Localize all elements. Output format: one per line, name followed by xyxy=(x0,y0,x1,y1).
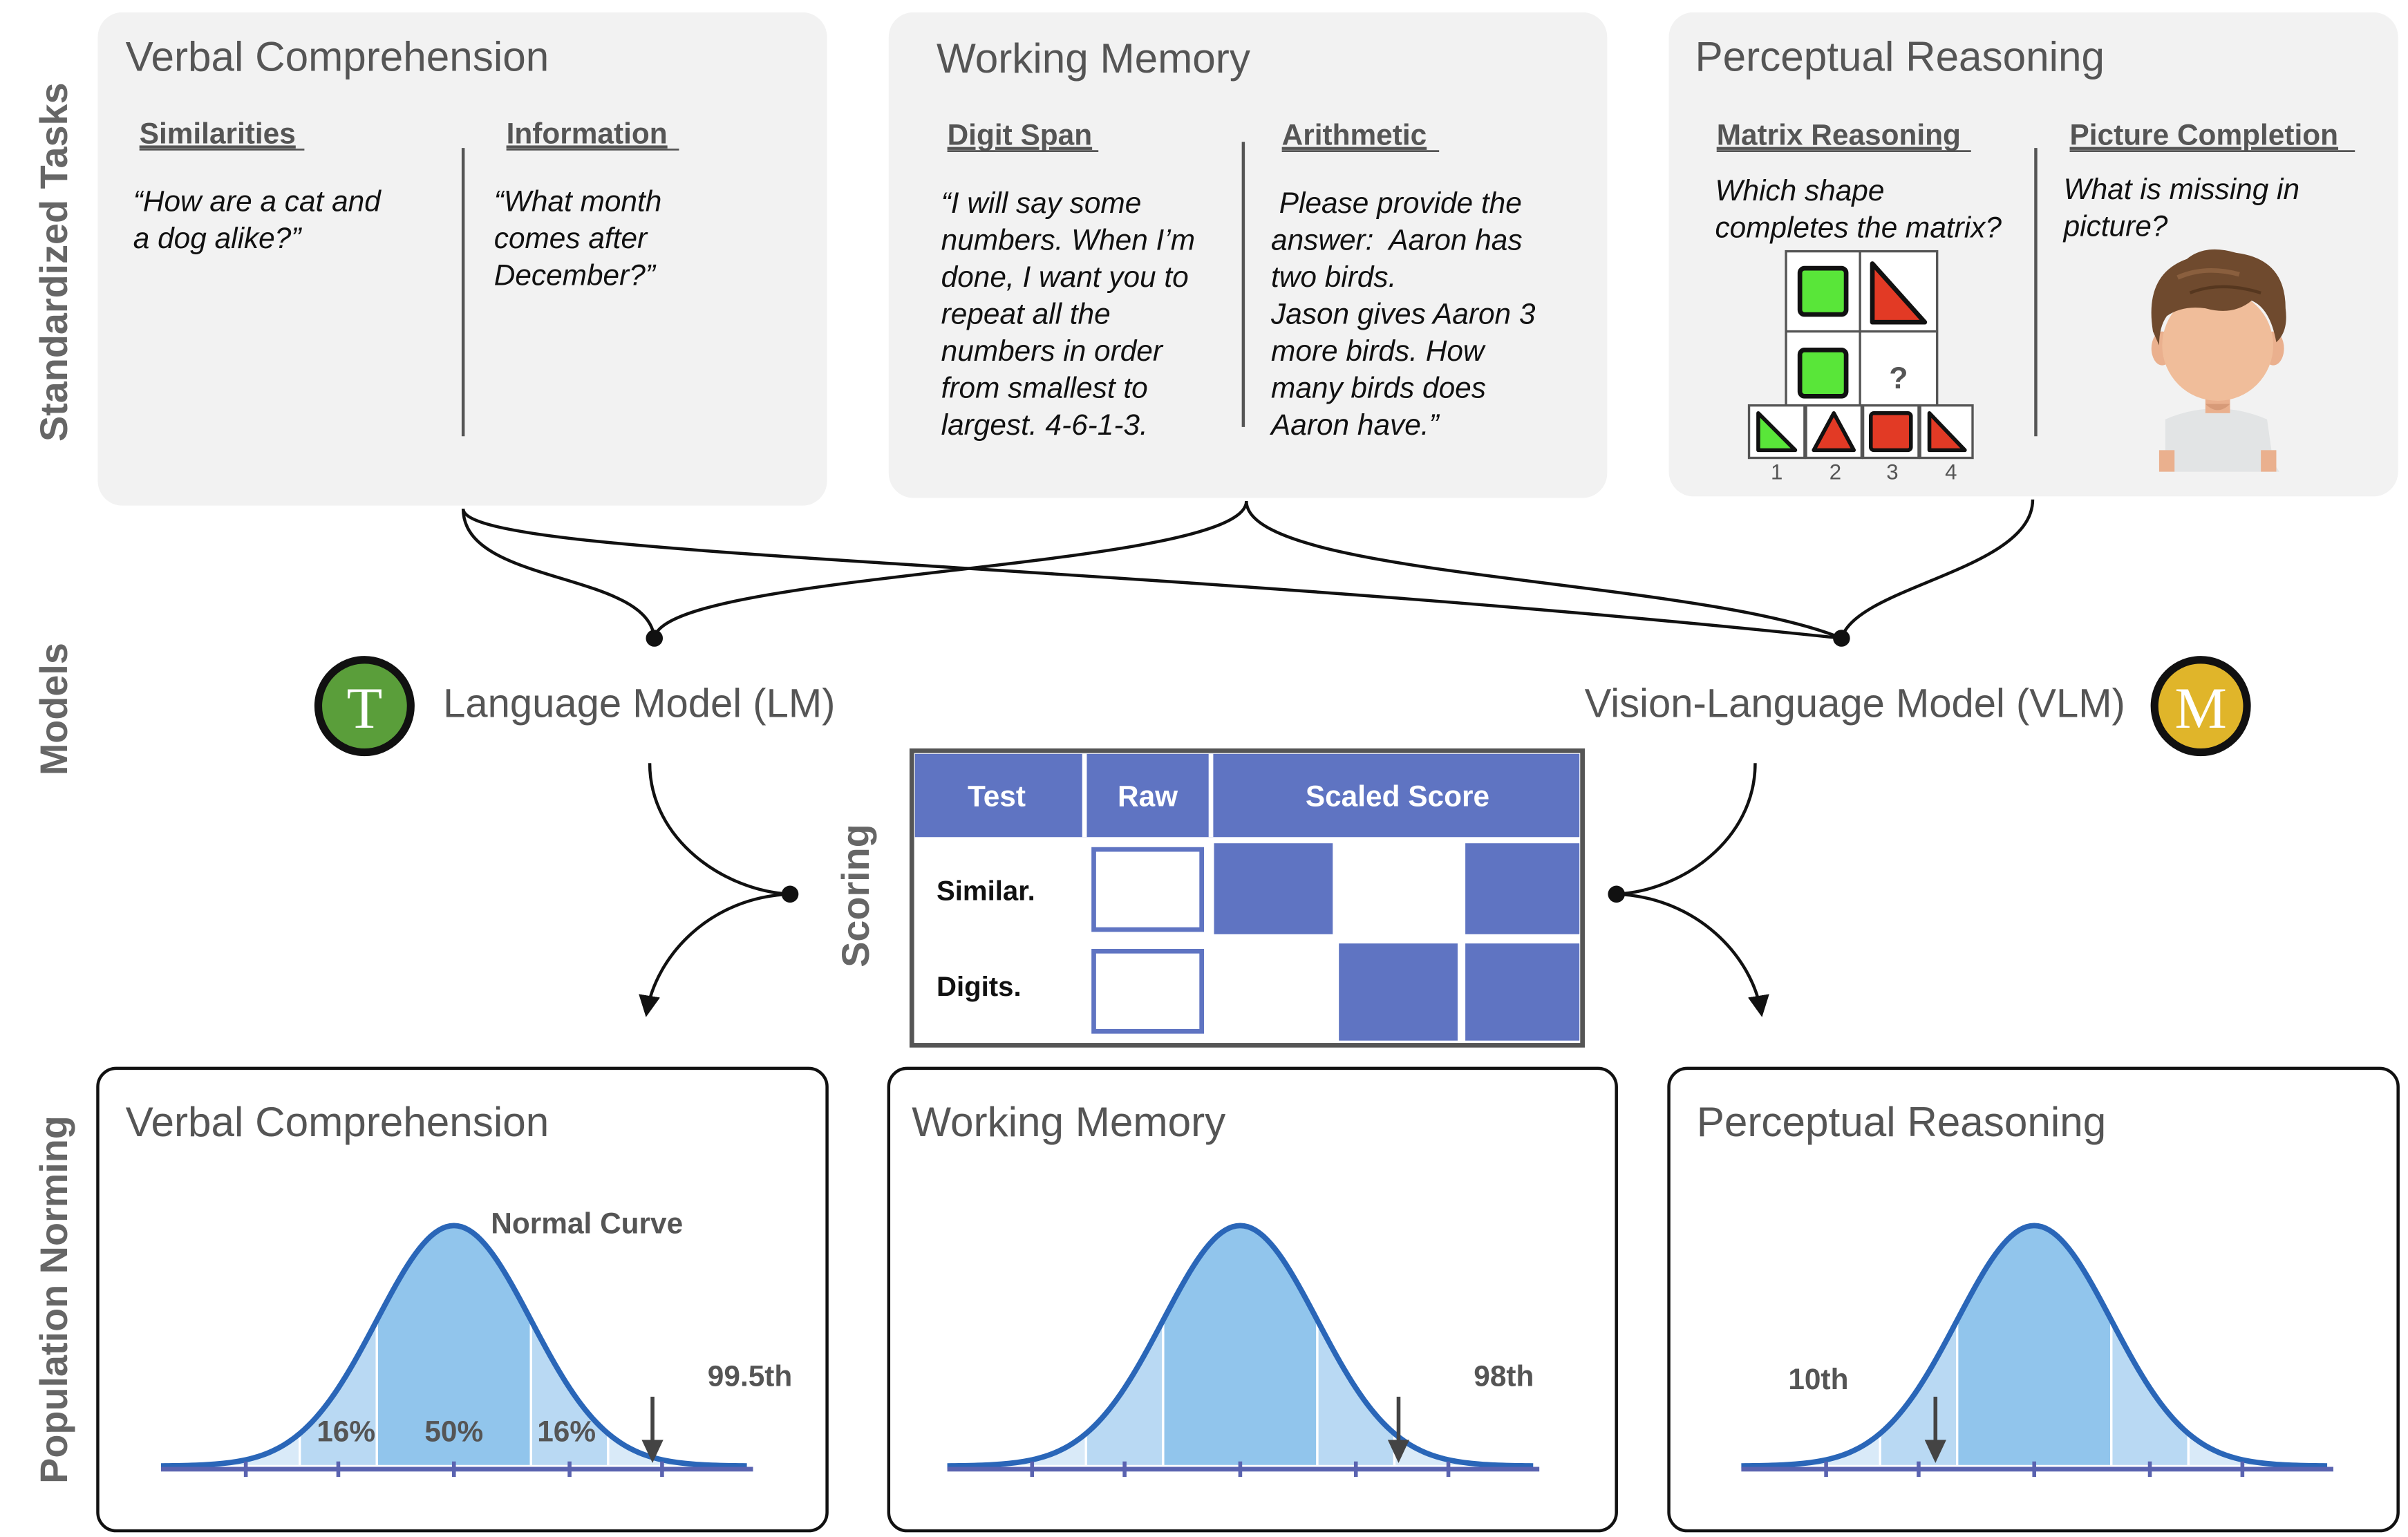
prompt-line: answer: Aaron has xyxy=(1271,223,1523,256)
subtask-heading: Matrix Reasoning xyxy=(1717,119,1961,151)
row-label-norming: Population Norming xyxy=(32,1115,75,1484)
prompt-line: more birds. How xyxy=(1271,334,1486,367)
subtask-heading: Information xyxy=(507,117,668,149)
lm-badge: T xyxy=(314,656,415,757)
task-panel-verbal: Verbal Comprehension Similarities Inform… xyxy=(97,12,827,506)
curve-outline xyxy=(947,1223,1534,1469)
matrix-question-mark: ? xyxy=(1889,361,1908,395)
lm-badge-letter: T xyxy=(346,676,382,741)
norm-panel-title: Verbal Comprehension xyxy=(126,1098,549,1145)
task-panel-title: Perceptual Reasoning xyxy=(1695,33,2105,80)
vlm-badge: M xyxy=(2150,656,2251,757)
subtask-heading: Picture Completion xyxy=(2070,119,2338,151)
matrix-puzzle: ? 1 2 3 4 xyxy=(1747,249,1974,484)
percentile-marker-label: 10th xyxy=(1788,1363,1848,1395)
curve-outline xyxy=(160,1223,747,1469)
curve-outline xyxy=(1741,1223,2328,1469)
faceless-boy-illustration xyxy=(2151,249,2286,472)
scoring-connectors xyxy=(639,763,1769,1017)
svg-text:“What month comes after: “What month comes after December?” xyxy=(494,185,670,292)
subtask-heading: Digit Span xyxy=(948,119,1093,151)
scaled-score-cell xyxy=(1214,843,1333,934)
band-label: 16% xyxy=(537,1415,596,1448)
norm-panel-title: Perceptual Reasoning xyxy=(1697,1098,2107,1145)
prompt-line: largest. 4-6-1-3. xyxy=(941,408,1148,441)
prompt-line: Aaron have.” xyxy=(1269,408,1440,441)
prompt-line: many birds does xyxy=(1271,372,1486,404)
percentile-arrow xyxy=(641,1397,664,1463)
norm-panel-perceptual: Perceptual Reasoning 10th xyxy=(1667,1066,2400,1533)
scoring-table: Test Raw Scaled Score Similar. Digits. xyxy=(909,748,1585,1048)
raw-score-box xyxy=(1091,847,1204,932)
option-number: 3 xyxy=(1886,460,1898,484)
prompt-line: What is missing in xyxy=(2064,173,2299,205)
prompt-line: “I will say some xyxy=(941,187,1142,219)
normal-curve-label: Normal Curve xyxy=(491,1207,683,1240)
percentile-marker-label: 99.5th xyxy=(708,1359,792,1392)
arrow-head xyxy=(1387,1440,1410,1463)
prompt-line: picture? xyxy=(2062,209,2168,242)
band-label: 50% xyxy=(424,1415,483,1448)
task-panel-title: Working Memory xyxy=(937,35,1250,82)
row-label-models: Models xyxy=(32,643,75,775)
svg-text:“How are a cat and a dog: “How are a cat and a dog alike?” xyxy=(133,185,389,255)
percentile-marker-label: 98th xyxy=(1474,1359,1534,1392)
prompt-line: a dog alike?” xyxy=(133,222,303,254)
option-number: 4 xyxy=(1945,460,1957,484)
prompt-line: two birds. xyxy=(1271,261,1396,293)
task-panel-title: Verbal Comprehension xyxy=(126,33,549,80)
percentile-arrow xyxy=(1924,1397,1946,1463)
band-label: 16% xyxy=(317,1415,375,1448)
connector-lines xyxy=(461,499,2035,640)
lm-label: Language Model (LM) xyxy=(443,681,835,726)
scaled-score-cell xyxy=(1339,943,1458,1041)
raw-score-box xyxy=(1091,948,1204,1034)
table-header-test: Test xyxy=(968,780,1026,813)
vlm-badge-letter: M xyxy=(2174,676,2226,741)
prompt-line: comes after xyxy=(494,222,648,254)
svg-text:“I will say some numbers: “I will say some numbers. When I’m done,… xyxy=(941,187,1203,441)
arrow-head xyxy=(1924,1440,1946,1463)
prompt-line: done, I want you to xyxy=(941,261,1189,293)
subtask-heading: Arithmetic xyxy=(1282,119,1427,151)
norm-panel-verbal: Verbal Comprehension Normal Curve 16% 50… xyxy=(96,1066,829,1533)
norm-panel-title: Working Memory xyxy=(912,1098,1225,1145)
normal-curve xyxy=(160,1223,753,1478)
prompt-line: Jason gives Aaron 3 xyxy=(1270,297,1536,330)
arrow-head xyxy=(641,1440,664,1463)
task-panel-working-memory: Working Memory Digit Span Arithmetic “I … xyxy=(1,0,1608,498)
option-number: 1 xyxy=(1771,460,1783,484)
prompt-line: completes the matrix? xyxy=(1715,211,2002,244)
table-header-raw: Raw xyxy=(1118,780,1178,813)
prompt-line: Which shape xyxy=(1715,174,1884,207)
svg-text:What is missing in pictu: What is missing in picture? xyxy=(2062,173,2308,243)
prompt-line: “What month xyxy=(494,185,662,218)
option-number: 2 xyxy=(1829,460,1841,484)
prompt-line: “How are a cat and xyxy=(133,185,382,218)
scaled-score-cell xyxy=(1465,843,1580,934)
vlm-label: Vision-Language Model (VLM) xyxy=(1585,681,2125,726)
svg-text:Please provide the answe: Please provide the answer: Aaron has two… xyxy=(1,0,1592,441)
prompt-line: December?” xyxy=(494,259,657,292)
prompt-line: from smallest to xyxy=(941,372,1148,404)
normal-curve xyxy=(1741,1223,2333,1478)
subtask-heading: Similarities xyxy=(140,117,296,149)
svg-text:Which shape completes th: Which shape completes the matrix? xyxy=(1715,174,2002,244)
table-row-label: Similar. xyxy=(937,876,1035,907)
prompt-line: numbers in order xyxy=(941,334,1164,367)
scaled-score-cell xyxy=(1465,943,1580,1041)
row-label-tasks: Standardized Tasks xyxy=(32,82,75,441)
task-panel-perceptual: Perceptual Reasoning Matrix Reasoning Pi… xyxy=(1668,12,2398,497)
table-header-scaled: Scaled Score xyxy=(1306,780,1489,813)
table-row-label: Digits. xyxy=(937,971,1022,1002)
norm-panel-working-memory: Working Memory 98th xyxy=(887,1066,1618,1533)
normal-curve xyxy=(947,1223,1540,1478)
prompt-line: numbers. When I’m xyxy=(941,223,1195,256)
percentile-arrow xyxy=(1387,1397,1410,1463)
prompt-line: repeat all the xyxy=(941,297,1111,330)
prompt-line: Please provide the xyxy=(1271,187,1522,219)
row-label-scoring: Scoring xyxy=(834,824,877,968)
